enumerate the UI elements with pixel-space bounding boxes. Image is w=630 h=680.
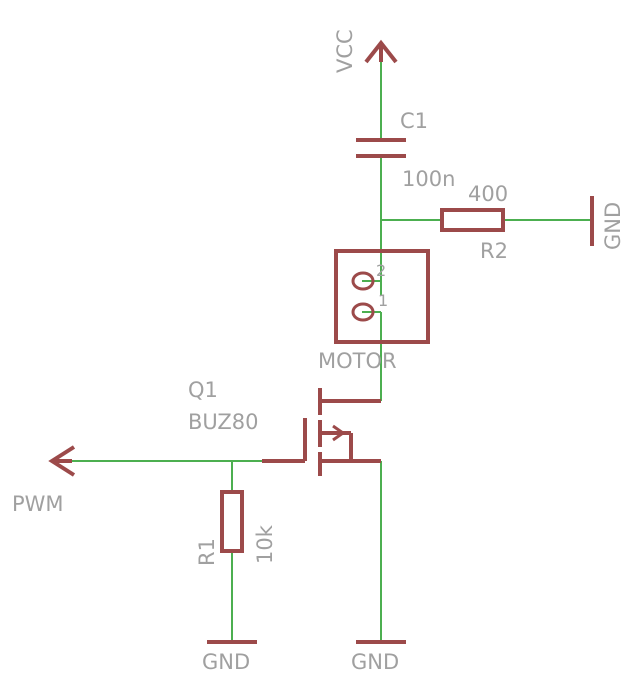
motor-pin2-pad	[351, 271, 375, 291]
q1-value-label: BUZ80	[188, 410, 259, 434]
c1-name-label: C1	[400, 109, 428, 133]
motor-pin2-label: 2	[376, 261, 386, 280]
wires	[54, 62, 590, 640]
pwm-label: PWM	[12, 492, 64, 516]
gnd-mid-label: GND	[351, 650, 399, 674]
motor-label: MOTOR	[318, 349, 397, 373]
gnd-right-label: GND	[601, 202, 625, 250]
motor-pin1-label: 1	[378, 291, 388, 310]
r1-value-label: 10k	[253, 524, 277, 564]
r1-resistor-body	[220, 490, 244, 553]
motor-pin1-pad	[351, 302, 375, 322]
symbols	[48, 39, 594, 644]
mosfet-q1-symbol	[262, 388, 381, 476]
r2-value-label: 400	[468, 182, 508, 206]
q1-name-label: Q1	[188, 378, 218, 402]
gnd-left-label: GND	[202, 650, 250, 674]
labels: VCC C1 100n 400 R2 GND 2 1 MOTOR Q1 BUZ8…	[12, 29, 625, 674]
vcc-label: VCC	[333, 29, 357, 73]
r2-name-label: R2	[480, 239, 508, 263]
r2-resistor-body	[440, 208, 505, 232]
c1-value-label: 100n	[402, 167, 455, 191]
motor-connector-box	[334, 249, 430, 344]
vcc-arrow-symbol	[364, 39, 398, 64]
r1-name-label: R1	[195, 538, 219, 566]
